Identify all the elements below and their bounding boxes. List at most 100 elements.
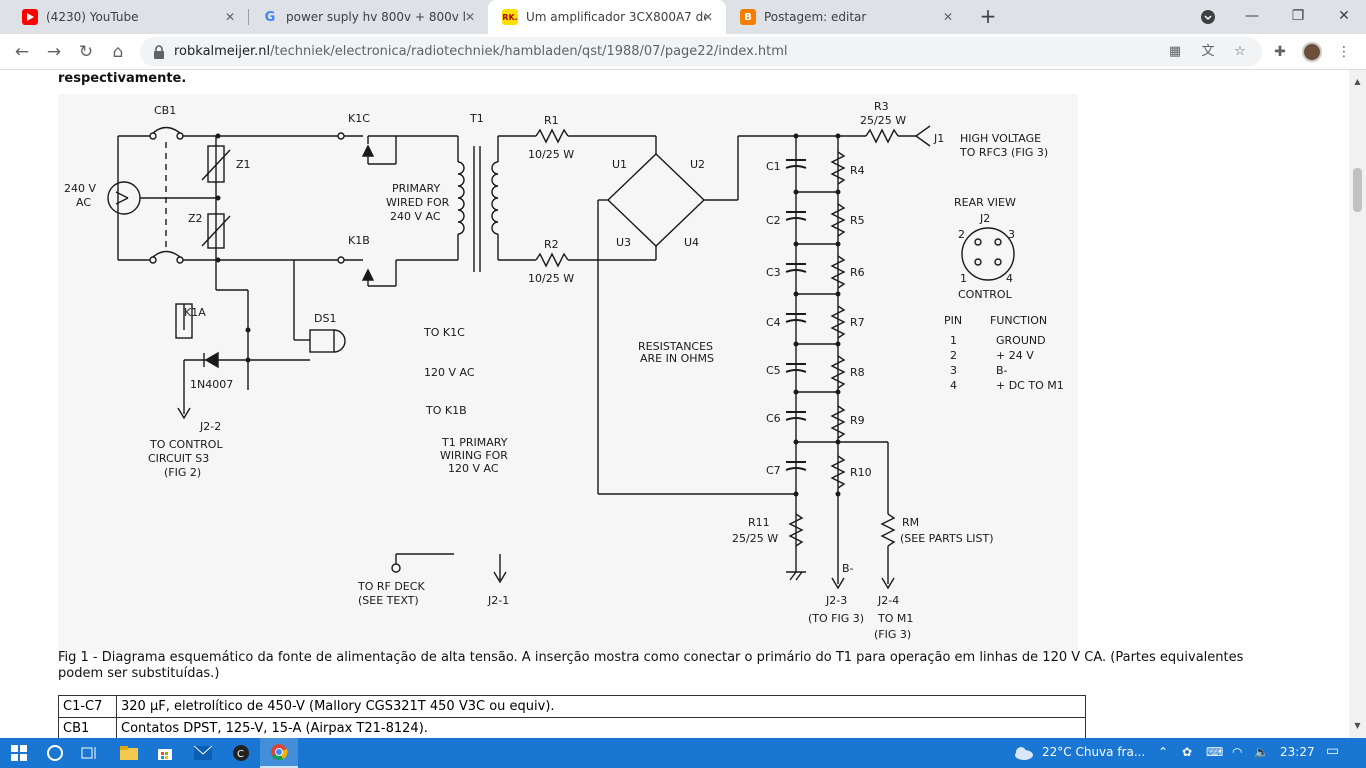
more-menu-icon[interactable]: ⋮	[1337, 44, 1351, 60]
weather-cloud-icon[interactable]	[1012, 745, 1034, 761]
tab-blogger[interactable]: B Postagem: editar ✕	[726, 0, 966, 34]
file-explorer-button[interactable]	[110, 738, 148, 768]
label-r2: R2	[544, 238, 559, 251]
ccleaner-button[interactable]: C	[222, 738, 260, 768]
address-bar[interactable]: robkalmeijer.nl/techniek/electronica/rad…	[140, 37, 1262, 67]
back-button[interactable]: ←	[14, 42, 30, 62]
label-ac: AC	[76, 196, 91, 209]
windows-taskbar: C 22°C Chuva fra... ⌃ ✿ ⌨ ◠ 🔈 23:27 ▭	[0, 738, 1366, 768]
label-fig3: (FIG 3)	[874, 628, 911, 641]
start-button[interactable]	[0, 738, 38, 768]
close-tab-icon[interactable]: ✕	[942, 10, 954, 24]
table-row: C1-C7 320 µF, eletrolítico de 450-V (Mal…	[58, 695, 1086, 718]
rk-icon: RK.	[502, 9, 518, 25]
folder-icon	[120, 746, 138, 760]
label-r6: R6	[850, 266, 865, 279]
profile-avatar[interactable]	[1302, 42, 1322, 62]
label-fn-1: GROUND	[996, 334, 1046, 347]
vertical-scrollbar[interactable]: ▲ ▼	[1349, 70, 1366, 738]
label-fn-4-num: 4	[950, 379, 957, 392]
label-fn-3-num: 3	[950, 364, 957, 377]
google-icon: G	[264, 9, 276, 25]
notifications-icon[interactable]: ▭	[1326, 743, 1340, 759]
reload-button[interactable]: ↻	[78, 42, 94, 62]
label-primary-2: WIRED FOR	[386, 196, 450, 209]
label-rear-view: REAR VIEW	[954, 196, 1016, 209]
task-view-button[interactable]	[70, 738, 108, 768]
schematic-diagram: CB1 240 V AC Z1 Z2 K1C K1B T1 PRIMARY WI…	[64, 100, 1064, 641]
volume-icon[interactable]: 🔈	[1254, 745, 1269, 759]
label-fn-3: B-	[996, 364, 1008, 377]
minimize-button[interactable]: —	[1245, 8, 1259, 24]
chrome-taskbar-button[interactable]	[260, 738, 298, 768]
tab-youtube[interactable]: (4230) YouTube ✕	[8, 0, 248, 34]
chrome-icon	[271, 744, 288, 761]
label-to-k1c: TO K1C	[423, 326, 465, 339]
mail-button[interactable]	[184, 738, 222, 768]
show-hidden-icons-icon[interactable]: ⌃	[1158, 745, 1169, 759]
forward-button[interactable]: →	[46, 42, 62, 62]
label-pin-header: PIN	[944, 314, 962, 327]
label-c6: C6	[766, 412, 781, 425]
label-240v: 240 V	[64, 182, 96, 195]
qr-code-icon[interactable]: ▦	[1168, 44, 1182, 59]
label-to-control-1: TO CONTROL	[149, 438, 223, 451]
label-pin-4: 4	[1006, 272, 1013, 285]
url-host: robkalmeijer.nl	[174, 44, 271, 59]
close-tab-icon[interactable]: ✕	[224, 10, 236, 24]
bookmark-star-icon[interactable]: ☆	[1234, 44, 1246, 59]
label-pin-2: 2	[958, 228, 965, 241]
label-u1: U1	[612, 158, 627, 171]
restore-button[interactable]: ❐	[1291, 8, 1305, 24]
label-k1a: K1A	[184, 306, 206, 319]
tab-title: Postagem: editar	[764, 10, 867, 24]
close-tab-icon[interactable]: ✕	[464, 10, 476, 24]
label-j2: J2	[979, 212, 990, 225]
label-r11: R11	[748, 516, 770, 529]
scroll-down-icon[interactable]: ▼	[1354, 721, 1361, 730]
label-j2-1: J2-1	[487, 594, 509, 607]
tab-search-button[interactable]	[1186, 0, 1230, 34]
tab-active-page[interactable]: RK. Um amplificador 3CX800A7 de re ✕	[488, 0, 726, 34]
label-hv-1: HIGH VOLTAGE	[960, 132, 1041, 145]
label-120v: 120 V AC	[424, 366, 475, 379]
tab-google-search[interactable]: G power suply hv 800v + 800v linea ✕	[248, 0, 488, 34]
scrollbar-thumb[interactable]	[1353, 168, 1362, 212]
url-path: /techniek/electronica/radiotechniek/hamb…	[270, 44, 788, 59]
home-button[interactable]: ⌂	[112, 42, 124, 62]
search-button[interactable]	[36, 738, 74, 768]
parts-table: C1-C7 320 µF, eletrolítico de 450-V (Mal…	[58, 695, 1086, 738]
search-icon	[47, 745, 63, 761]
label-c7: C7	[766, 464, 781, 477]
scroll-up-icon[interactable]: ▲	[1354, 77, 1361, 86]
close-window-button[interactable]: ✕	[1338, 8, 1350, 24]
label-cb1: CB1	[154, 104, 176, 117]
extensions-puzzle-icon[interactable]: ✚	[1274, 44, 1286, 60]
tab-title: power suply hv 800v + 800v linea	[286, 10, 466, 24]
weather-text[interactable]: 22°C Chuva fra...	[1042, 745, 1146, 759]
tray-app-icon[interactable]: ✿	[1182, 745, 1193, 759]
label-1n4007: 1N4007	[190, 378, 233, 391]
label-fn-2-num: 2	[950, 349, 957, 362]
store-button[interactable]	[146, 738, 184, 768]
lock-icon[interactable]	[152, 44, 166, 60]
label-t1-primary-2: WIRING FOR	[440, 449, 508, 462]
label-u3: U3	[616, 236, 631, 249]
label-u4: U4	[684, 236, 699, 249]
label-hv-2: TO RFC3 (FIG 3)	[959, 146, 1048, 159]
wifi-icon[interactable]: ◠	[1232, 745, 1243, 759]
label-r3: R3	[874, 100, 889, 113]
label-c3: C3	[766, 266, 781, 279]
label-to-control-3: (FIG 2)	[164, 466, 201, 479]
label-r2-value: 10/25 W	[528, 272, 574, 285]
label-j2-2: J2-2	[199, 420, 221, 433]
label-r10: R10	[850, 466, 872, 479]
new-tab-button[interactable]: +	[979, 4, 997, 28]
url-text[interactable]: robkalmeijer.nl/techniek/electronica/rad…	[174, 44, 788, 59]
translate-icon[interactable]: 文	[1201, 44, 1215, 59]
keyboard-language-icon[interactable]: ⌨	[1206, 745, 1224, 759]
clock-time[interactable]: 23:27	[1280, 745, 1315, 759]
label-primary-3: 240 V AC	[390, 210, 441, 223]
tab-separator	[248, 9, 249, 25]
close-tab-icon[interactable]: ✕	[702, 10, 714, 24]
